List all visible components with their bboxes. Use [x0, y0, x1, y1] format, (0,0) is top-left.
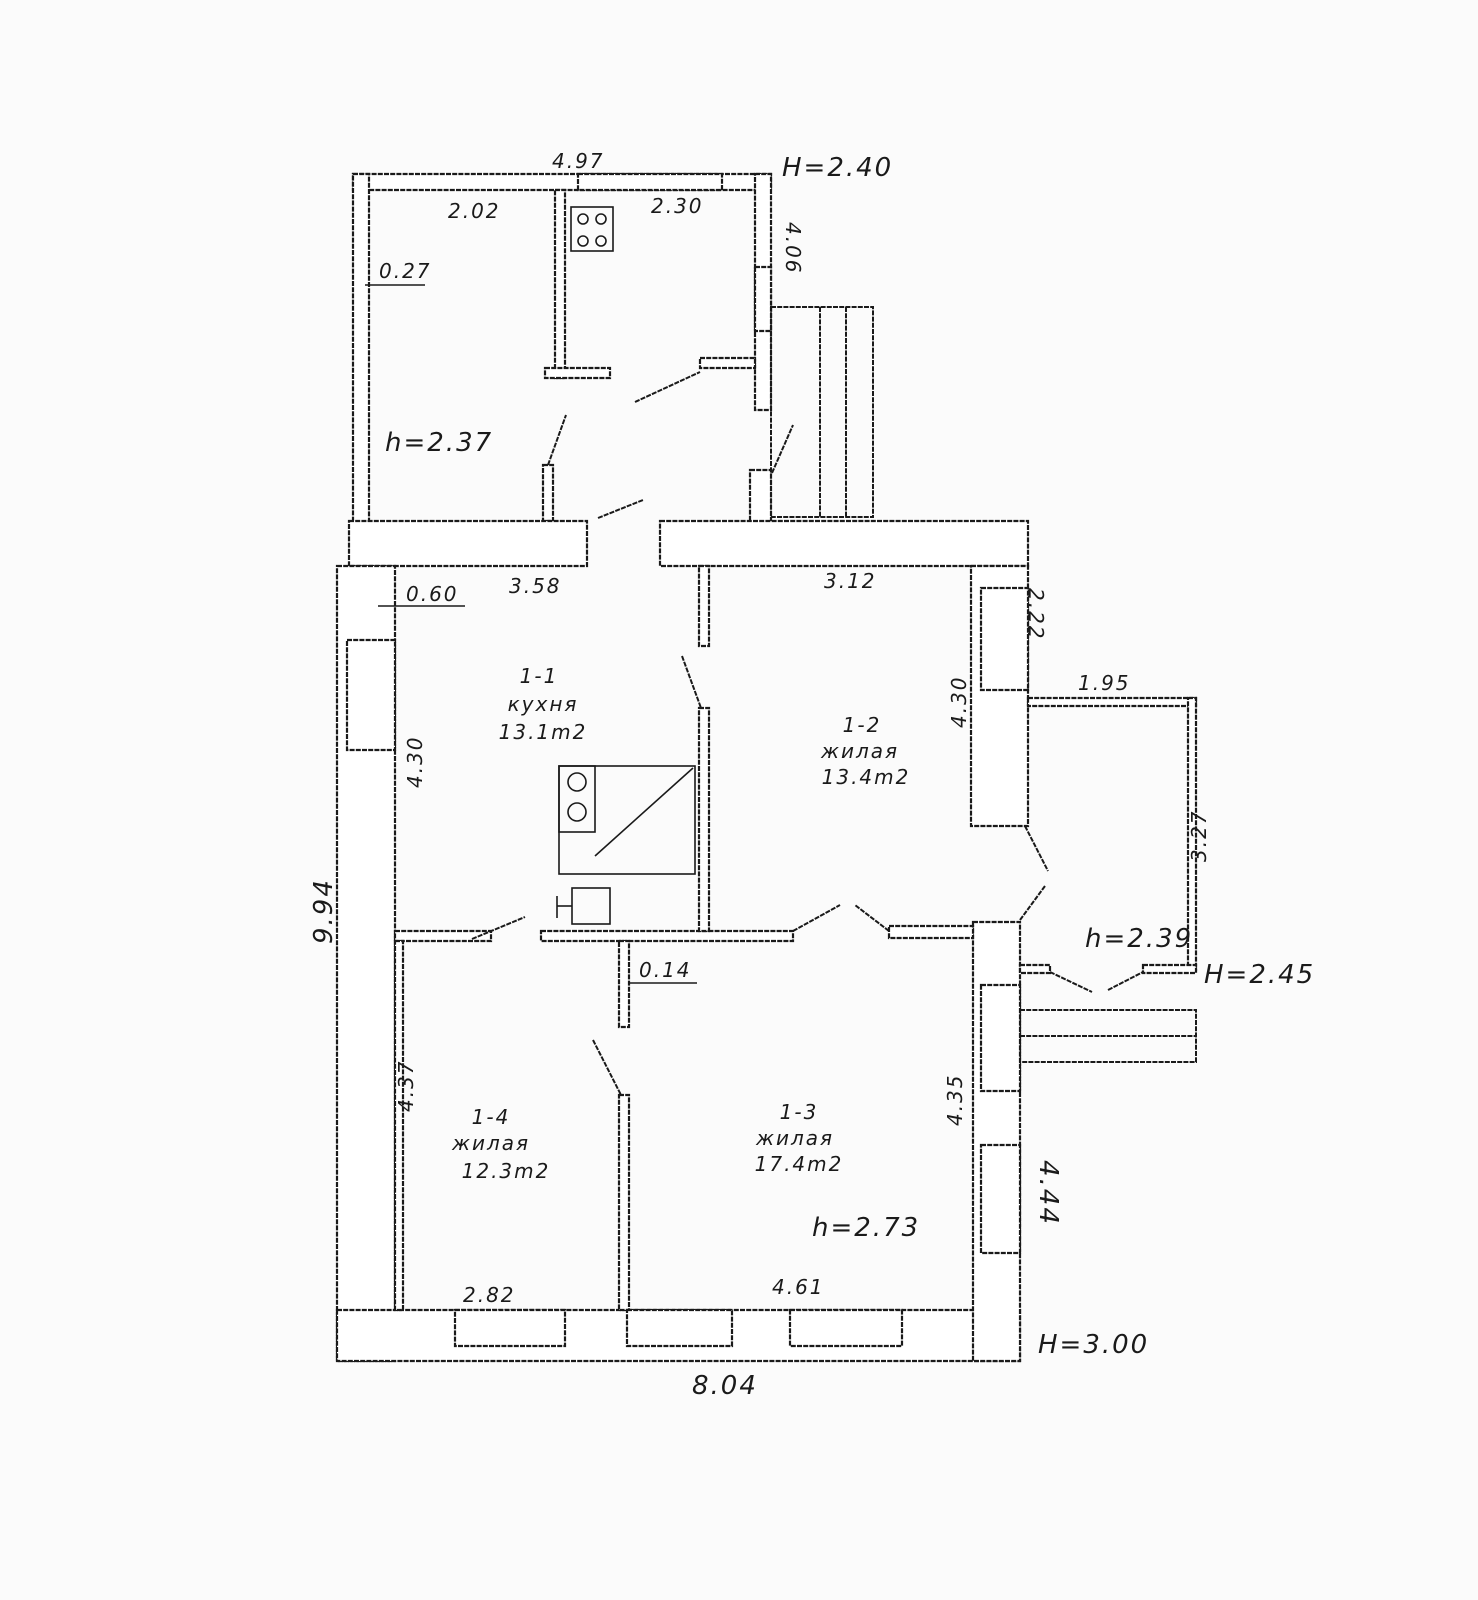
svg-text:1-1: 1-1	[520, 664, 559, 688]
svg-text:1-2: 1-2	[843, 713, 882, 737]
dim-overall-width: 8.04	[692, 1371, 758, 1401]
dim-kitchen-wall: 0.60	[406, 582, 459, 606]
dim-room3-depth: 4.35	[943, 1073, 967, 1126]
dim-right-side: 4.44	[1033, 1160, 1063, 1226]
dim-room4-width: 2.82	[463, 1283, 516, 1307]
dim-room4-depth: 4.37	[394, 1059, 418, 1112]
dim-top-width: 4.97	[552, 149, 605, 173]
svg-text:12.3m2: 12.3m2	[462, 1159, 551, 1183]
porch-steps	[770, 306, 874, 518]
svg-text:жилая: жилая	[451, 1131, 530, 1155]
sink-icon	[556, 887, 611, 925]
dim-room2-depth: 4.30	[947, 675, 971, 728]
dim-room3-width: 4.61	[772, 1275, 825, 1299]
kitchen-stove-icon	[558, 765, 696, 875]
dim-partition: 0.14	[639, 958, 692, 982]
dim-kitchen-depth: 4.30	[403, 735, 427, 788]
dim-rear-right-depth: 4.06	[781, 222, 805, 275]
stove-icon	[570, 206, 614, 252]
svg-text:13.1m2: 13.1m2	[499, 720, 588, 744]
room-1-3-label: 1-3 жилая 17.4m2	[755, 1100, 844, 1176]
main-house-doors	[471, 655, 1049, 1096]
rear-annex-windows	[576, 172, 773, 333]
main-house-walls	[335, 519, 1030, 1363]
svg-text:жилая: жилая	[820, 739, 899, 763]
dim-veranda-ceiling: Н=2.45	[1204, 960, 1315, 990]
dim-veranda-height: h=2.39	[1085, 924, 1193, 954]
dim-veranda-depth: 3.27	[1187, 809, 1211, 862]
main-house-windows	[345, 586, 1030, 1348]
svg-text:17.4m2: 17.4m2	[755, 1152, 844, 1176]
dim-main-ceiling: Н=3.00	[1038, 1330, 1149, 1360]
room-1-4-label: 1-4 жилая 12.3m2	[451, 1105, 551, 1183]
svg-text:1-3: 1-3	[780, 1100, 819, 1124]
dim-rear-height: h=2.37	[385, 428, 493, 458]
dim-rear-wall: 0.27	[379, 259, 432, 283]
svg-text:1-4: 1-4	[472, 1105, 511, 1129]
dim-room2-width: 3.12	[824, 569, 877, 593]
room-1-1-label: 1-1 кухня 13.1m2	[499, 664, 588, 744]
dim-room3-height: h=2.73	[812, 1213, 920, 1243]
room-1-2-label: 1-2 жилая 13.4m2	[820, 713, 911, 789]
svg-text:13.4m2: 13.4m2	[822, 765, 911, 789]
dim-rear-right-width: 2.30	[651, 194, 704, 218]
dim-rear-left-width: 2.02	[448, 199, 501, 223]
rear-annex-walls	[351, 172, 773, 526]
dim-overall-depth: 9.94	[309, 878, 339, 944]
dim-veranda-width: 1.95	[1078, 671, 1131, 695]
dim-room2-side: 2.22	[1024, 588, 1048, 641]
veranda	[1018, 696, 1198, 1063]
dim-ceiling-rear: Н=2.40	[782, 153, 893, 183]
svg-text:жилая: жилая	[755, 1126, 834, 1150]
dim-kitchen-width: 3.58	[509, 574, 562, 598]
svg-text:кухня: кухня	[508, 692, 579, 716]
rear-annex-doors	[547, 371, 794, 519]
